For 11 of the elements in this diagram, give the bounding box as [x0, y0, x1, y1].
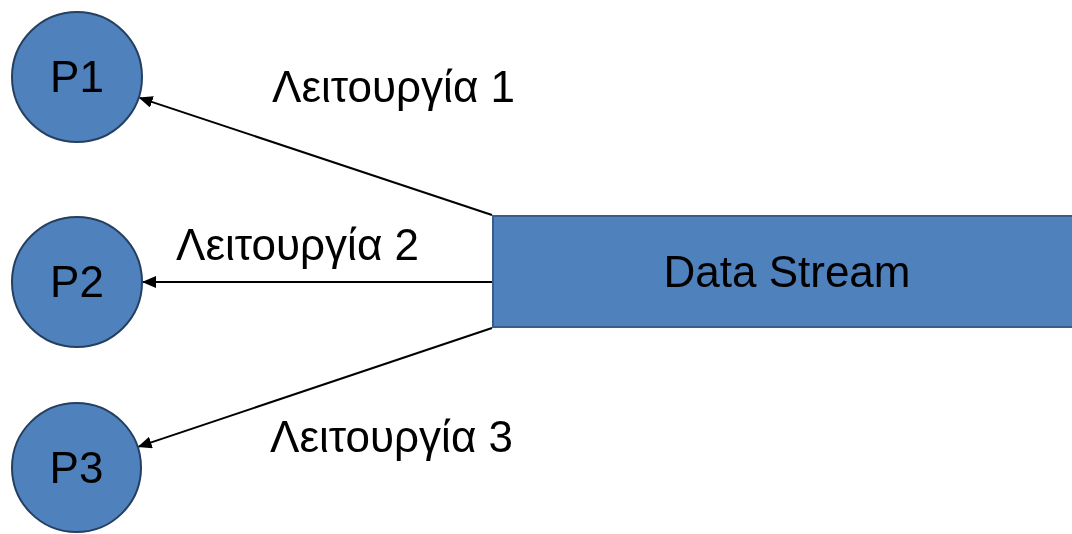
edge-label: Λειτουργία 2: [176, 220, 419, 270]
data-stream-bar: [492, 215, 1072, 328]
node-label: Data Stream: [663, 246, 911, 297]
arrow: [138, 96, 493, 216]
edge-label: Λειτουργία 1: [272, 62, 515, 112]
node-label: P2: [50, 257, 104, 307]
edge-label: Λειτουργία 3: [270, 412, 513, 462]
node-label: P3: [49, 442, 104, 493]
arrow: [142, 276, 493, 288]
arrow: [137, 327, 493, 449]
node-label: P1: [50, 52, 104, 102]
